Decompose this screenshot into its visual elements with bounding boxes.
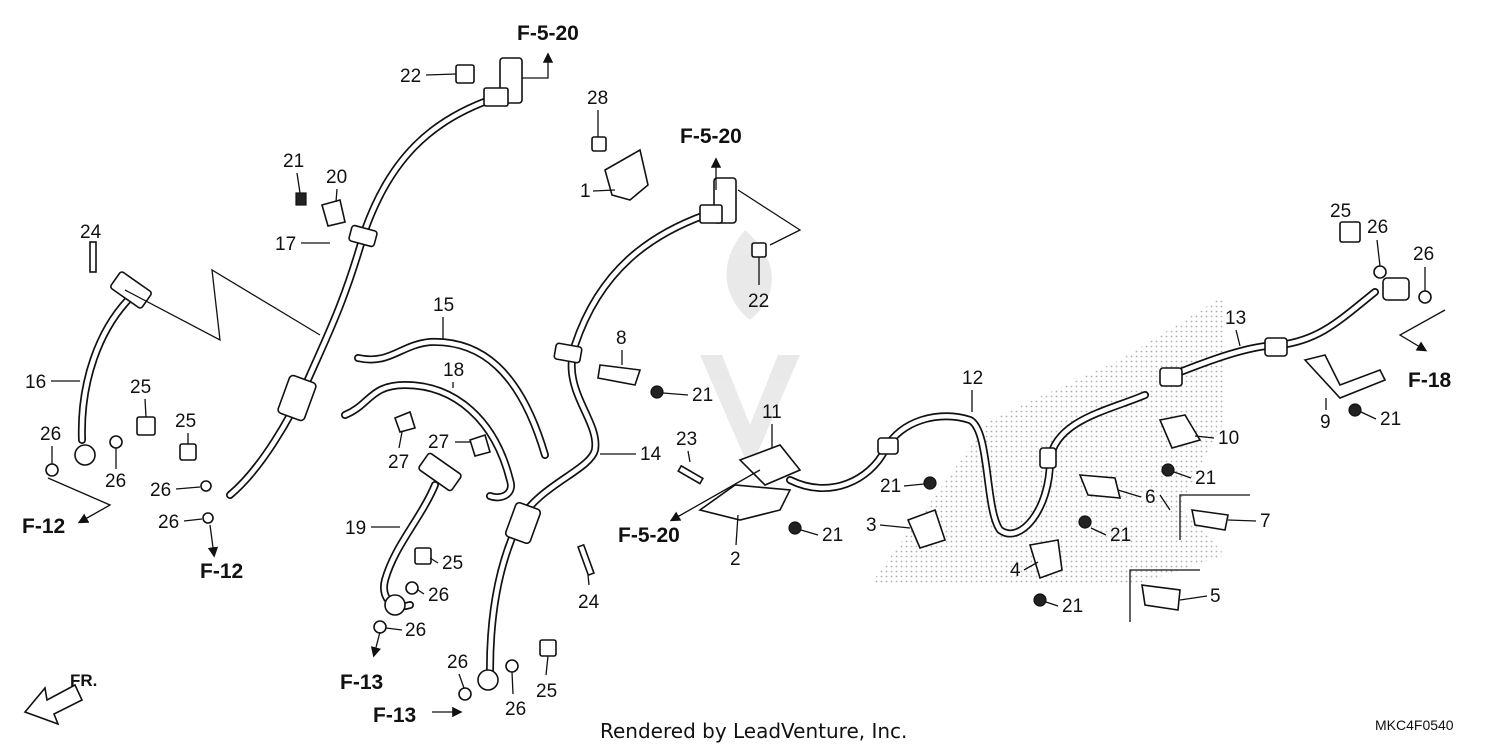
- callout-12[interactable]: 12: [962, 368, 983, 389]
- callout-1[interactable]: 1: [580, 181, 591, 202]
- callout-26-h[interactable]: 26: [505, 699, 526, 720]
- callout-21-a[interactable]: 21: [283, 151, 304, 172]
- callout-4[interactable]: 4: [1010, 560, 1021, 581]
- callout-20[interactable]: 20: [326, 167, 347, 188]
- fittings: [74, 57, 1410, 691]
- callout-25-d[interactable]: 25: [536, 681, 557, 702]
- callout-21-h[interactable]: 21: [1380, 409, 1401, 430]
- ref-f13-a[interactable]: F-13: [340, 671, 383, 694]
- callout-15[interactable]: 15: [433, 295, 454, 316]
- leader-lines: [47, 52, 1446, 718]
- callout-24-b[interactable]: 24: [578, 592, 600, 613]
- ref-f12-b[interactable]: F-12: [200, 560, 243, 583]
- callout-21-g[interactable]: 21: [1195, 468, 1216, 489]
- callout-3[interactable]: 3: [866, 515, 877, 536]
- ref-f12-a[interactable]: F-12: [22, 515, 65, 538]
- callout-24-a[interactable]: 24: [80, 222, 102, 243]
- callout-25-e[interactable]: 25: [1330, 201, 1351, 222]
- callout-26-g[interactable]: 26: [447, 652, 468, 673]
- callout-13[interactable]: 13: [1225, 308, 1246, 329]
- callout-14[interactable]: 14: [640, 444, 662, 465]
- callout-28[interactable]: 28: [587, 88, 608, 109]
- callout-26-i[interactable]: 26: [1367, 217, 1388, 238]
- callout-7[interactable]: 7: [1260, 511, 1271, 532]
- watermark-stipple: [870, 295, 1225, 585]
- callout-22-a[interactable]: 22: [400, 66, 421, 87]
- callout-16[interactable]: 16: [25, 372, 46, 393]
- ref-f520-mid[interactable]: F-5-20: [680, 125, 742, 148]
- ref-f520-top[interactable]: F-5-20: [517, 22, 579, 45]
- callout-25-a[interactable]: 25: [130, 377, 151, 398]
- callout-21-e[interactable]: 21: [1110, 525, 1131, 546]
- callout-10[interactable]: 10: [1218, 428, 1239, 449]
- callout-5[interactable]: 5: [1210, 586, 1221, 607]
- ref-labels: F-5-20 F-5-20 F-5-20 F-12 F-12 F-13 F-13…: [22, 22, 1452, 727]
- front-marker-label: FR.: [70, 671, 97, 690]
- callout-26-c[interactable]: 26: [150, 480, 171, 501]
- front-arrow: FR.: [23, 671, 97, 726]
- watermark-logo: [700, 230, 800, 470]
- fasteners: [45, 64, 1432, 701]
- callout-17[interactable]: 17: [275, 234, 296, 255]
- callout-22-b[interactable]: 22: [748, 291, 769, 312]
- callout-9[interactable]: 9: [1320, 412, 1331, 433]
- callout-23[interactable]: 23: [676, 429, 697, 450]
- callout-27-b[interactable]: 27: [388, 452, 409, 473]
- callout-21-b[interactable]: 21: [692, 385, 713, 406]
- callout-26-e[interactable]: 26: [428, 585, 449, 606]
- callout-26-j[interactable]: 26: [1413, 244, 1434, 265]
- diagram-code: MKC4F0540: [1375, 717, 1454, 733]
- ref-f18[interactable]: F-18: [1408, 369, 1452, 392]
- callout-6[interactable]: 6: [1145, 487, 1156, 508]
- callout-2[interactable]: 2: [730, 549, 741, 570]
- footer-credit: Rendered by LeadVenture, Inc.: [600, 719, 907, 743]
- callout-26-d[interactable]: 26: [158, 512, 179, 533]
- callout-25-c[interactable]: 25: [442, 553, 463, 574]
- callouts: 1 2 3 4 5 6 7 8 9 10 11 12 13 14 15 16 1…: [25, 66, 1434, 720]
- callout-19[interactable]: 19: [345, 518, 366, 539]
- callout-21-d[interactable]: 21: [880, 476, 901, 497]
- ref-f520-low[interactable]: F-5-20: [618, 524, 680, 547]
- callout-21-c[interactable]: 21: [822, 525, 843, 546]
- callout-26-b[interactable]: 26: [105, 471, 126, 492]
- callout-26-a[interactable]: 26: [40, 424, 61, 445]
- callout-18[interactable]: 18: [443, 360, 464, 381]
- callout-26-f[interactable]: 26: [405, 620, 426, 641]
- callout-8[interactable]: 8: [616, 328, 627, 349]
- ref-f13-b[interactable]: F-13: [373, 704, 416, 727]
- callout-21-f[interactable]: 21: [1062, 596, 1083, 617]
- callout-27-a[interactable]: 27: [428, 432, 449, 453]
- callout-11[interactable]: 11: [762, 402, 782, 423]
- callout-25-b[interactable]: 25: [175, 411, 196, 432]
